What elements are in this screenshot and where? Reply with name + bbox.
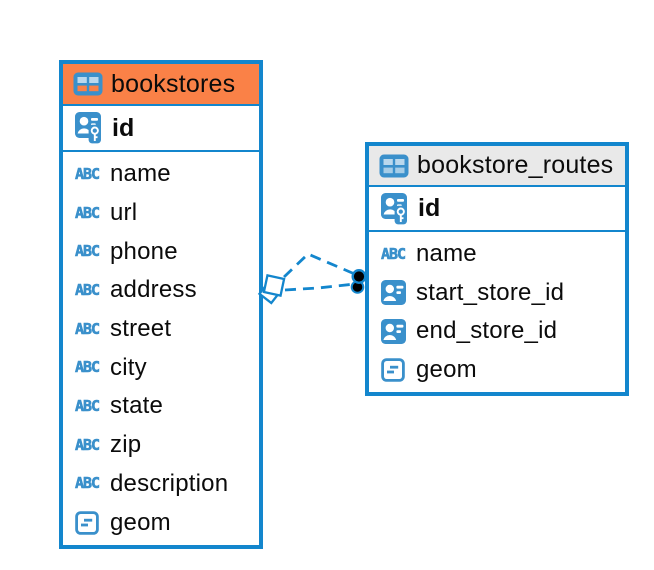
- table-title: bookstores: [111, 69, 236, 98]
- text-type-icon: ABC: [74, 358, 101, 377]
- primary-key-icon: [72, 112, 104, 144]
- column-name: end_store_id: [416, 317, 558, 345]
- column-name: address: [110, 276, 197, 304]
- one-side-diamond-marker: [257, 274, 286, 305]
- column-name: state: [110, 392, 164, 420]
- column-name: phone: [110, 237, 178, 265]
- primary-key-icon: [378, 192, 410, 225]
- text-type-icon: ABC: [74, 435, 101, 454]
- fk-link-line-upper: [283, 252, 358, 279]
- text-type-icon: ABC: [74, 164, 101, 183]
- text-type-icon: ABC: [74, 474, 101, 493]
- column-row[interactable]: end_store_id: [378, 317, 616, 345]
- fk-link-line-lower: [284, 282, 356, 292]
- column-row[interactable]: ABC phone: [72, 238, 250, 266]
- column-name: start_store_id: [416, 278, 565, 306]
- column-row[interactable]: ABC address: [72, 276, 250, 304]
- many-side-dot-anchor: [350, 269, 367, 294]
- text-type-icon: ABC: [74, 242, 101, 261]
- text-type-icon: ABC: [74, 396, 101, 415]
- foreign-key-icon: [378, 280, 408, 306]
- text-type-icon: ABC: [380, 244, 407, 263]
- column-name: geom: [416, 355, 477, 383]
- geometry-type-icon: [72, 510, 102, 535]
- column-list: ABC name start_store_id: [369, 232, 625, 392]
- column-name: geom: [110, 508, 171, 536]
- column-row[interactable]: start_store_id: [378, 279, 616, 307]
- text-type-icon: ABC: [74, 319, 101, 338]
- column-row[interactable]: ABC zip: [72, 431, 250, 459]
- column-name: name: [416, 240, 477, 268]
- column-name: street: [110, 315, 172, 343]
- table-icon: [72, 72, 104, 96]
- column-name: city: [110, 353, 147, 381]
- geometry-type-icon: [378, 357, 408, 382]
- column-row[interactable]: ABC state: [72, 392, 250, 420]
- column-name: id: [418, 194, 441, 222]
- column-name: zip: [110, 431, 142, 459]
- table-bookstore-routes-header[interactable]: bookstore_routes: [369, 146, 625, 187]
- column-row[interactable]: ABC name: [378, 240, 616, 268]
- column-name: name: [110, 160, 171, 188]
- table-bookstore-routes[interactable]: bookstore_routes id: [365, 142, 629, 396]
- column-row[interactable]: geom: [72, 509, 250, 537]
- column-row-id[interactable]: id: [369, 187, 625, 232]
- text-type-icon: ABC: [74, 203, 101, 222]
- table-icon: [378, 154, 410, 178]
- column-row[interactable]: ABC street: [72, 315, 250, 343]
- column-row[interactable]: ABC description: [72, 470, 250, 498]
- column-list: ABC name ABC url ABC phone ABC address A…: [63, 152, 259, 545]
- table-title: bookstore_routes: [417, 151, 614, 179]
- column-name: id: [112, 113, 135, 142]
- foreign-key-icon: [378, 318, 408, 344]
- table-bookstores-header[interactable]: bookstores: [63, 64, 259, 106]
- table-bookstores[interactable]: bookstores id: [59, 60, 263, 549]
- column-row[interactable]: ABC url: [72, 199, 250, 227]
- column-row-id[interactable]: id: [63, 106, 259, 152]
- column-name: description: [110, 469, 229, 497]
- column-row[interactable]: geom: [378, 356, 616, 384]
- column-row[interactable]: ABC city: [72, 354, 250, 382]
- column-row[interactable]: ABC name: [72, 160, 250, 188]
- text-type-icon: ABC: [74, 280, 101, 299]
- column-name: url: [110, 199, 138, 227]
